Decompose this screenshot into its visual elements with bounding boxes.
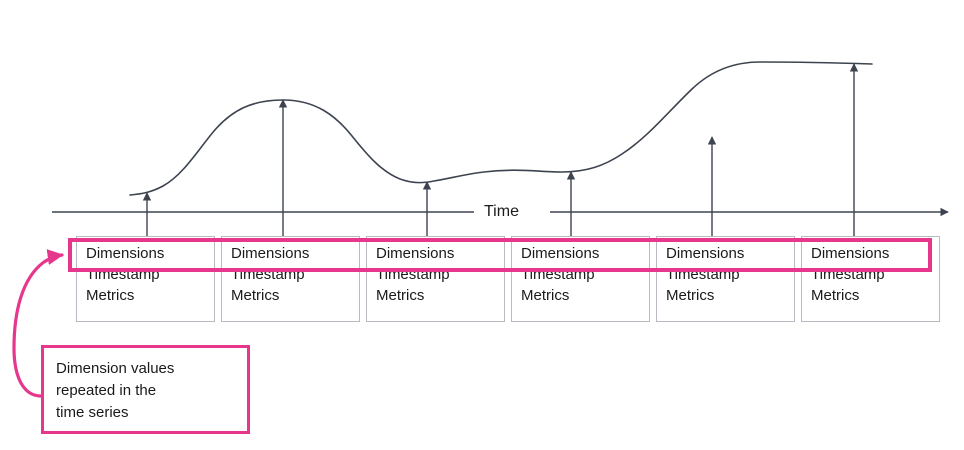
record-metrics-label: Metrics [231,287,280,304]
record-box[interactable]: Dimensions Timestamp Metrics [366,236,505,322]
record-metrics-label: Metrics [521,287,570,304]
time-series-curve [129,61,873,196]
record-dimensions-label: Dimensions [231,245,310,262]
callout-line: repeated in the [56,382,157,399]
record-dimensions-label: Dimensions [811,245,890,262]
callout-line: time series [56,404,129,421]
record-timestamp-label: Timestamp [231,266,305,283]
record-metrics-label: Metrics [811,287,860,304]
time-axis-label: Time [476,203,527,221]
record-box[interactable]: Dimensions Timestamp Metrics [801,236,940,322]
callout-connector-arrow [12,249,64,398]
record-box[interactable]: Dimensions Timestamp Metrics [221,236,360,322]
record-box[interactable]: Dimensions Timestamp Metrics [511,236,650,322]
record-timestamp-label: Timestamp [86,266,160,283]
record-timestamp-label: Timestamp [666,266,740,283]
record-dimensions-label: Dimensions [86,245,165,262]
record-dimensions-label: Dimensions [521,245,600,262]
record-metrics-label: Metrics [666,287,715,304]
callout-box: Dimension values repeated in the time se… [41,345,250,434]
record-metrics-label: Metrics [376,287,425,304]
record-timestamp-label: Timestamp [376,266,450,283]
record-timestamp-label: Timestamp [811,266,885,283]
record-dimensions-label: Dimensions [376,245,455,262]
record-metrics-label: Metrics [86,287,135,304]
record-timestamp-label: Timestamp [521,266,595,283]
record-box[interactable]: Dimensions Timestamp Metrics [76,236,215,322]
callout-line: Dimension values [56,360,175,377]
record-box[interactable]: Dimensions Timestamp Metrics [656,236,795,322]
record-dimensions-label: Dimensions [666,245,745,262]
